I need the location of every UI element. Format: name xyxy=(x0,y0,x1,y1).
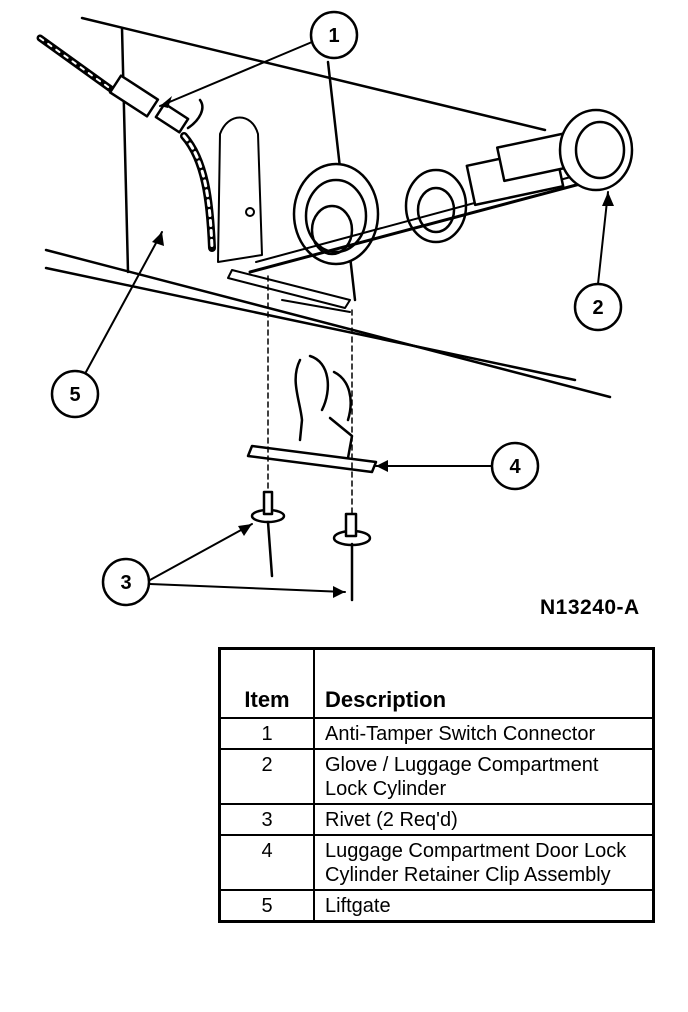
item-description: Luggage Compartment Door Lock Cylinder R… xyxy=(313,833,655,891)
table-row: 2 Glove / Luggage Compartment Lock Cylin… xyxy=(218,747,655,805)
item-description: Rivet (2 Req'd) xyxy=(313,802,655,836)
callout-1-label: 1 xyxy=(328,25,339,47)
callout-1 xyxy=(309,10,359,60)
table-header-row: Item Description xyxy=(218,647,655,719)
alignment-lines xyxy=(267,275,353,515)
callout-circles xyxy=(50,10,623,607)
table-row: 5 Liftgate xyxy=(218,888,655,922)
callout-4-label: 4 xyxy=(509,456,521,478)
leader-lines xyxy=(85,41,609,593)
item-number: 5 xyxy=(218,888,315,922)
figure-code: N13240-A xyxy=(540,596,640,619)
parts-table: Item Description 1 Anti-Tamper Switch Co… xyxy=(218,647,655,923)
item-description: Liftgate xyxy=(313,888,655,922)
lock-cylinder-assembly xyxy=(248,108,634,274)
callout-2 xyxy=(573,282,623,332)
table-row: 4 Luggage Compartment Door Lock Cylinder… xyxy=(218,833,655,891)
exploded-parts-diagram: 1 2 3 4 5 xyxy=(36,10,634,607)
leader-arrowheads xyxy=(152,96,614,598)
callout-5 xyxy=(50,369,100,419)
anti-tamper-switch-connector xyxy=(36,34,216,252)
callout-2-label: 2 xyxy=(592,297,603,319)
callout-3 xyxy=(101,557,151,607)
retainer-clip xyxy=(246,354,378,474)
item-description: Glove / Luggage Compartment Lock Cylinde… xyxy=(313,747,655,805)
item-description: Anti-Tamper Switch Connector xyxy=(313,716,655,750)
table-row: 3 Rivet (2 Req'd) xyxy=(218,802,655,836)
item-number: 4 xyxy=(218,833,315,891)
callout-4 xyxy=(490,441,540,491)
item-column-header: Item xyxy=(218,647,315,719)
description-column-header: Description xyxy=(313,647,655,719)
item-number: 2 xyxy=(218,747,315,805)
item-number: 3 xyxy=(218,802,315,836)
item-number: 1 xyxy=(218,716,315,750)
callout-3-label: 3 xyxy=(120,572,131,594)
callout-5-label: 5 xyxy=(69,384,80,406)
rivets xyxy=(250,490,372,602)
table-row: 1 Anti-Tamper Switch Connector xyxy=(218,716,655,750)
